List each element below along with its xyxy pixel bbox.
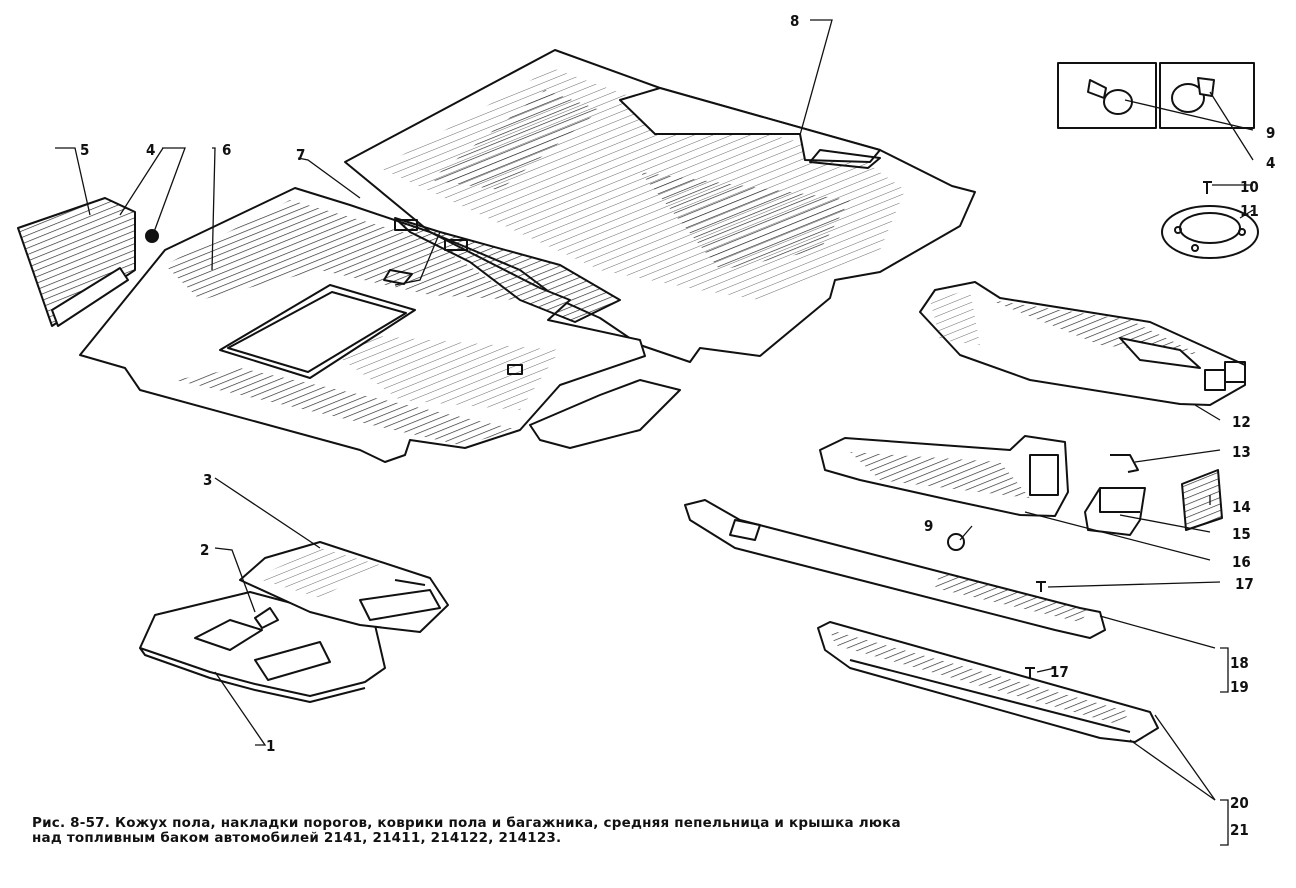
- part-1-lower-panel: [139, 591, 386, 703]
- part-12-console: [919, 281, 1246, 406]
- part-2-bracket: [254, 607, 279, 629]
- part-20-21-sill-trim: [817, 621, 1159, 743]
- part-15-ashtray: [1084, 487, 1146, 536]
- callout-21: 21: [1230, 821, 1249, 839]
- part-9-clip-insets: [1057, 62, 1255, 129]
- callout-6: 6: [222, 141, 231, 159]
- caption-line-2: над топливным баком автомобилей 2141, 21…: [32, 830, 562, 846]
- callout-11: 11: [1240, 202, 1259, 220]
- callout-13: 13: [1232, 443, 1251, 461]
- part-16-ashtray-housing: [819, 435, 1069, 517]
- callout-1: 1: [266, 737, 275, 755]
- callout-7: 7: [296, 146, 305, 164]
- callout-10: 10: [1240, 178, 1259, 196]
- callout-2: 2: [200, 541, 209, 559]
- part-3-upper-panel: [239, 541, 449, 633]
- callout-17-upper: 17: [1235, 575, 1254, 593]
- callout-5: 5: [80, 141, 89, 159]
- leader-lines: [55, 19, 1254, 846]
- part-8-trunk-mat: [344, 49, 976, 363]
- callout-9-lower: 9: [924, 517, 933, 535]
- callout-14: 14: [1232, 498, 1251, 516]
- part-17-screw-b: [1025, 667, 1035, 678]
- callout-12: 12: [1232, 413, 1251, 431]
- caption-line-1: Рис. 8-57. Кожух пола, накладки порогов,…: [32, 815, 901, 831]
- part-9-clip-lower: [947, 533, 965, 551]
- callout-17-lower: 17: [1050, 663, 1069, 681]
- figure-caption: Рис. 8-57. Кожух пола, накладки порогов,…: [32, 816, 932, 846]
- callout-3: 3: [203, 471, 212, 489]
- callout-16: 16: [1232, 553, 1251, 571]
- part-14-ashtray-lid: [1181, 469, 1223, 531]
- part-11-hatch-cover: [1161, 205, 1259, 259]
- part-13-spring: [1110, 454, 1139, 473]
- part-18-19-sill-plate: [684, 499, 1106, 639]
- callout-20: 20: [1230, 794, 1249, 812]
- callout-9-top: 9: [1266, 124, 1275, 142]
- callout-15: 15: [1232, 525, 1251, 543]
- part-10-screw: [1203, 181, 1212, 194]
- part-4-clip-small: [145, 229, 159, 243]
- part-6-front-floor-mat: [79, 187, 646, 463]
- callout-numbers: 8 5 4 6 7 9 4 10 11 12 13 14 15 16 9 17 …: [80, 12, 1275, 839]
- part-17-screw-a: [1036, 581, 1046, 592]
- part-5-side-trim: [17, 197, 136, 327]
- callout-4-left: 4: [146, 141, 155, 159]
- callout-4-right: 4: [1266, 154, 1275, 172]
- callout-19: 19: [1230, 678, 1249, 696]
- callout-18: 18: [1230, 654, 1249, 672]
- callout-8: 8: [790, 12, 799, 30]
- part-7-tunnel-cover: [394, 217, 681, 449]
